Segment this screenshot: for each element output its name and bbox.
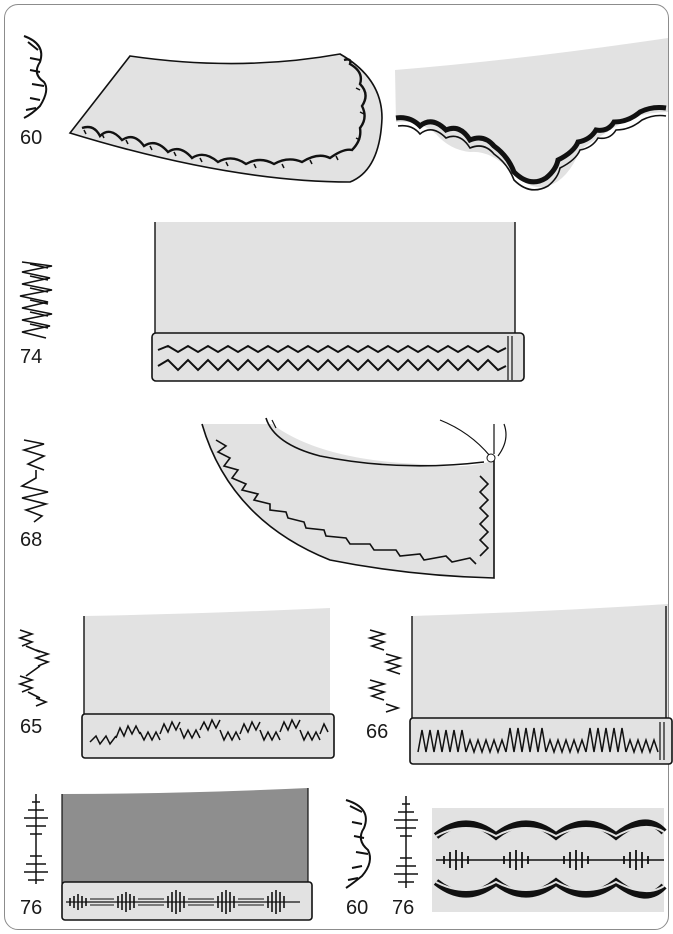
collar-illustration [68, 53, 383, 183]
stitch-icon-step-zigzag-66 [367, 629, 403, 713]
stitch-icon-combo-diamond [394, 796, 418, 888]
hem-step-zigzag-65-illustration [81, 608, 335, 759]
neckline-illustration [201, 417, 507, 579]
stitch-number-74: 74 [20, 346, 43, 368]
stitch-number-68: 68 [20, 529, 43, 551]
stitch-number-60-combo: 60 [346, 897, 369, 919]
stitch-icon-combo-scallop [345, 799, 371, 889]
stitch-number-76: 76 [20, 897, 43, 919]
stitch-number-65: 65 [20, 716, 43, 738]
stitch-icon-arrowhead [19, 439, 50, 523]
hem-triple-zigzag-illustration [151, 222, 525, 382]
stitch-number-60: 60 [20, 127, 43, 149]
stitch-icon-scallop [23, 35, 48, 119]
combo-stitch-sample-illustration [432, 808, 667, 912]
dark-fabric-diamond-illustration [61, 788, 313, 921]
stitch-icon-triple-zigzag [19, 261, 53, 339]
stitch-number-66: 66 [366, 721, 389, 743]
stitch-number-76-combo: 76 [392, 897, 415, 919]
stitch-icon-step-zigzag-65 [17, 629, 51, 707]
scallop-hem-illustration [395, 38, 668, 191]
hem-step-zigzag-66-illustration [409, 604, 673, 765]
stitch-icon-diamond [24, 794, 48, 884]
